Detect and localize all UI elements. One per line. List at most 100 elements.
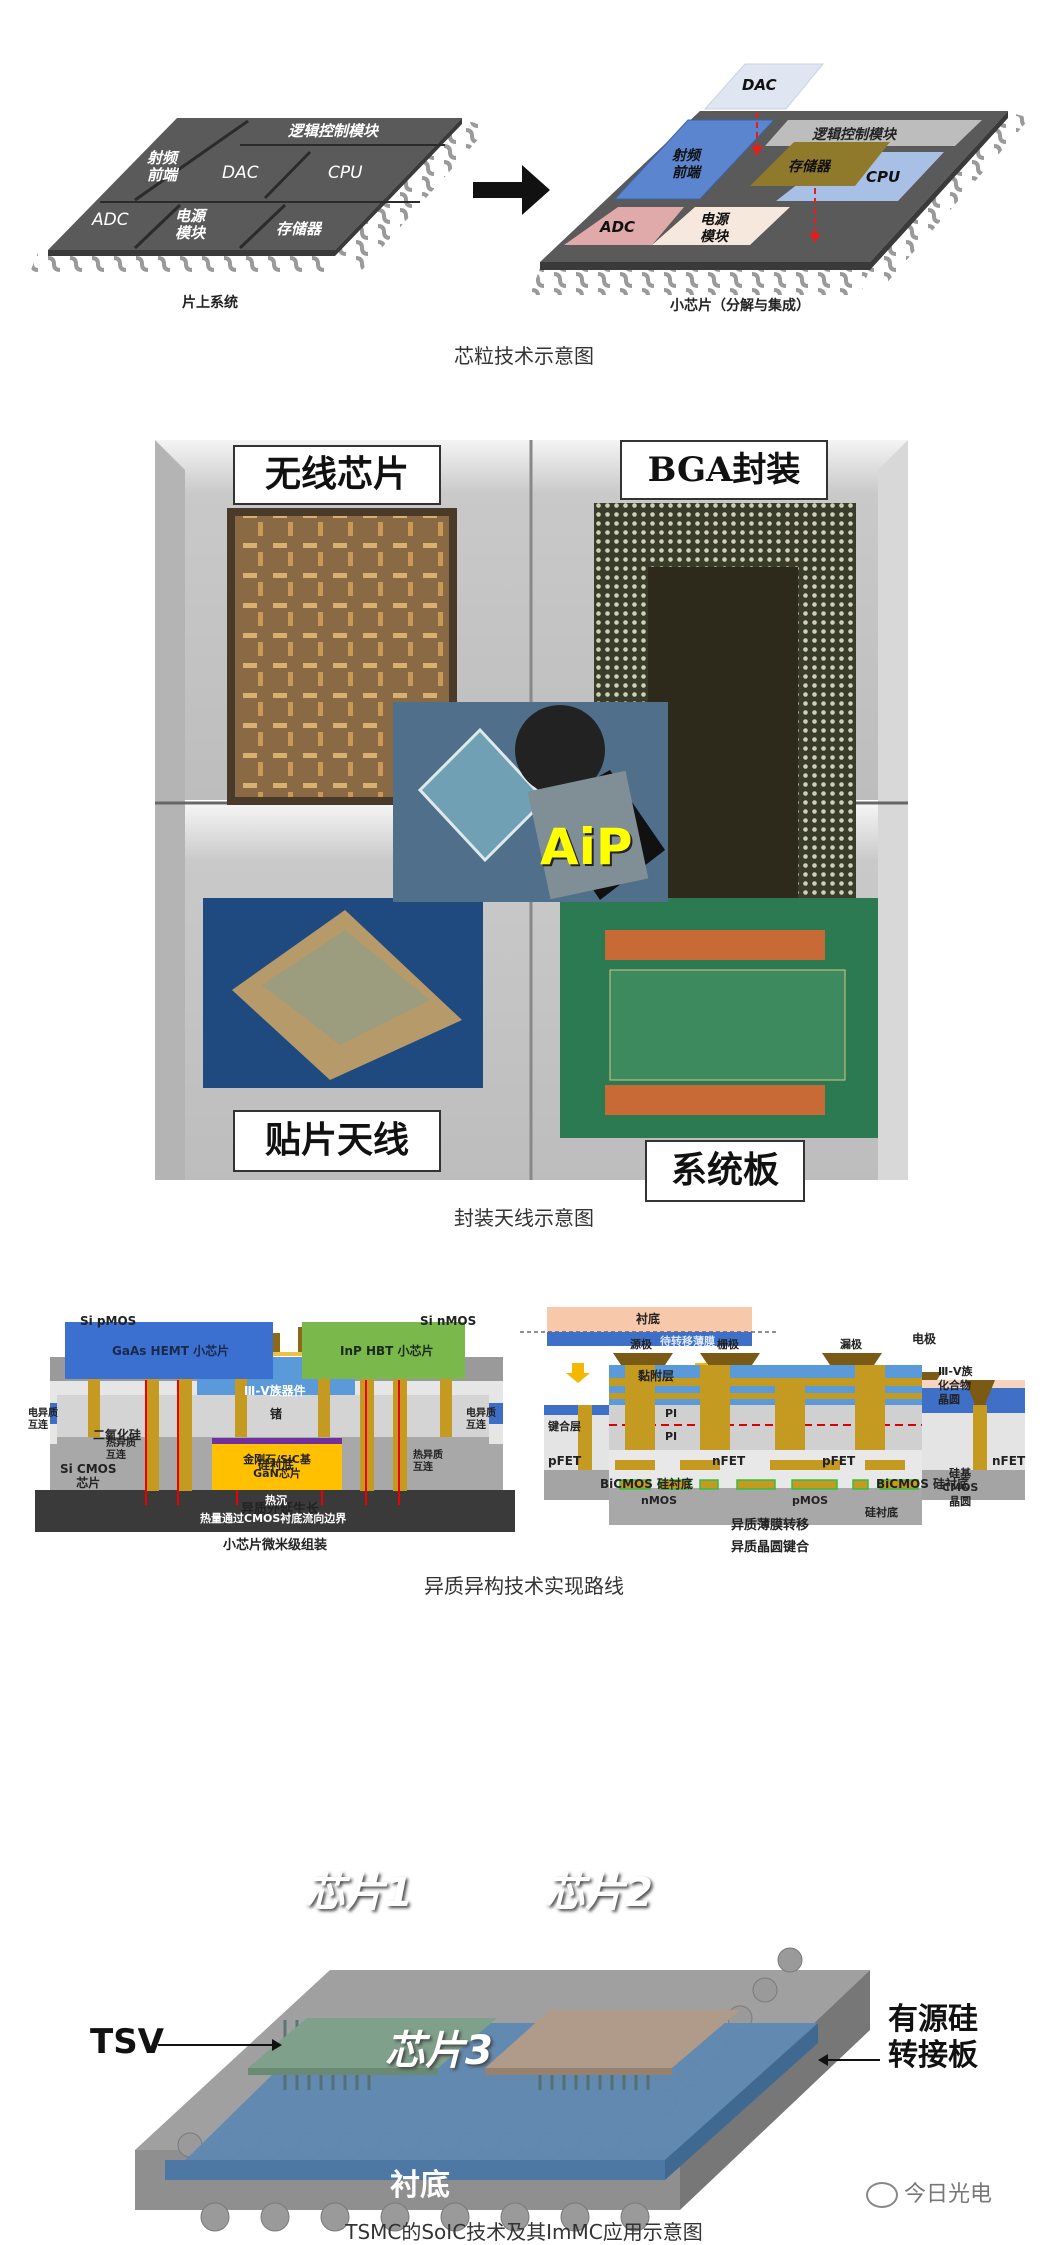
text: 热异质 [106, 1438, 136, 1449]
label-elec-hetero-right: 电异质互连 [466, 1408, 496, 1432]
chiplet-title: 小芯片（分解与集成） [670, 298, 810, 314]
label-interposer: 有源硅转接板 [888, 2002, 978, 2074]
chiplet-block-cpu: CPU [866, 168, 901, 186]
soc-block-cpu: CPU [328, 163, 363, 183]
figure-heterogeneous: Si pMOS Si nMOS Ⅲ-Ⅴ族器件 锗 二氧化硅 硅衬底 异质外延生长… [0, 1270, 1048, 1780]
soc-block-dac: DAC [222, 163, 259, 183]
text: 晶圆 [949, 1495, 972, 1508]
label-germanium: 锗 [270, 1407, 283, 1421]
label-inp: InP HBT 小芯片 [340, 1344, 434, 1358]
figure-soic: 芯片1 芯片2 芯片3 TSV 有源硅转接板 衬底 今日光电 TSMC的SoIC… [0, 1760, 1048, 2244]
text: 硅基 [949, 1467, 972, 1480]
label-electrode: 电极 [912, 1332, 937, 1346]
label-heatsink: 热沉 [265, 1494, 287, 1507]
text: 互连 [466, 1420, 486, 1431]
label-si-substrate: 硅衬底 [258, 1458, 295, 1472]
text: CMOS [942, 1481, 979, 1494]
tsv-arrow [158, 2044, 278, 2046]
soc-block-adc: ADC [92, 210, 129, 230]
transfer-title: 异质薄膜转移 [730, 1518, 809, 1533]
label-iii-v-device: Ⅲ-Ⅴ族器件 [244, 1384, 306, 1398]
text: 转接板 [888, 2038, 978, 2073]
assembly-title: 小芯片微米级组装 [222, 1538, 327, 1553]
label-patch-antenna: 贴片天线 [233, 1110, 441, 1172]
label-heat-flow: 热量通过CMOS衬底流向边界 [200, 1512, 347, 1525]
figure3-caption: 异质异构技术实现路线 [424, 1574, 624, 1598]
label-system-board: 系统板 [645, 1140, 805, 1202]
heterogeneous-diagrams [35, 1307, 1025, 1532]
text: 互连 [28, 1420, 48, 1431]
text: 化合物 [938, 1379, 971, 1392]
label-pi-top: PI [665, 1407, 678, 1420]
label-gaas: GaAs HEMT 小芯片 [112, 1344, 230, 1358]
watermark: 今日光电 [866, 2176, 992, 2208]
watermark-text: 今日光电 [904, 2182, 993, 2207]
soic-diagram [135, 1947, 870, 2232]
figure1-caption: 芯粒技术示意图 [454, 344, 594, 368]
text: 电异质 [28, 1408, 58, 1419]
label-drain: 漏极 [840, 1338, 862, 1351]
label-elec-hetero-left: 电异质互连 [28, 1408, 58, 1432]
label-iii-v-wafer: Ⅲ-Ⅴ族化合物晶圆 [938, 1365, 972, 1407]
label-bga-package: BGA封装 [620, 440, 828, 500]
label-thermal-left: 热异质互连 [106, 1438, 136, 1462]
soc-block-memory: 存储器 [276, 220, 322, 238]
soc-title: 片上系统 [182, 295, 238, 311]
text: 金刚石/SiC基 [243, 1453, 311, 1466]
label-bicmos-2: BiCMOS 硅衬底 [876, 1477, 970, 1491]
interposer-arrowhead [818, 2054, 828, 2066]
tsv-arrowhead [272, 2039, 282, 2051]
label-adhesion: 黏附层 [638, 1369, 675, 1383]
label-wireless-chip: 无线芯片 [233, 445, 441, 505]
label-sio2: 二氧化硅 [93, 1428, 142, 1442]
label-chip1: 芯片1 [305, 1870, 413, 1916]
label-si-pmos: Si pMOS [80, 1314, 137, 1328]
wechat-icon [866, 2182, 898, 2208]
label-nmos: nMOS [641, 1494, 678, 1507]
chiplet-block-logic: 逻辑控制模块 [812, 127, 896, 143]
label-chip2: 芯片2 [545, 1870, 653, 1916]
label-substrate: 衬底 [390, 2168, 450, 2203]
label-pmos: pMOS [792, 1494, 829, 1507]
chiplet-diagram [30, 63, 1030, 295]
text: GaN芯片 [253, 1467, 301, 1480]
label-nfet-2: nFET [992, 1454, 1026, 1468]
text: 互连 [106, 1450, 126, 1461]
label-tsv: TSV [90, 2022, 164, 2062]
label-bond-layer: 键合层 [548, 1420, 581, 1433]
figure2-caption: 封装天线示意图 [454, 1206, 594, 1230]
text: 晶圆 [938, 1393, 960, 1406]
text: 热异质 [413, 1450, 443, 1461]
soc-block-logic: 逻辑控制模块 [288, 122, 379, 140]
figure4-caption: TSMC的SoIC技术及其ImMC应用示意图 [345, 2220, 703, 2244]
chiplet-block-adc: ADC [600, 218, 636, 236]
text: Ⅲ-Ⅴ族 [938, 1365, 973, 1378]
chiplet-block-memory: 存储器 [788, 159, 830, 175]
soc-block-rf: 射频前端 [147, 149, 178, 184]
text: 电异质 [466, 1408, 496, 1419]
label-substrate: 衬底 [636, 1312, 661, 1326]
label-si-nmos: Si nMOS [420, 1314, 477, 1328]
figure-chiplet-concept: 逻辑控制模块 射频前端 DAC CPU ADC 电源模块 存储器 片上系统 DA… [0, 0, 1048, 380]
label-pi-bottom: PI [665, 1430, 678, 1443]
chiplet-block-dac: DAC [742, 76, 777, 94]
label-thermal-right: 热异质互连 [413, 1450, 443, 1474]
label-source: 源极 [630, 1338, 652, 1351]
label-pfet-2: pFET [822, 1454, 856, 1468]
chiplet-block-rf: 射频前端 [672, 148, 700, 181]
figure-aip: 无线芯片 BGA封装 贴片天线 系统板 AiP 封装天线示意图 [0, 420, 1048, 1230]
soc-block-power: 电源模块 [175, 207, 206, 242]
text: 互连 [413, 1462, 433, 1473]
bonding-title: 异质晶圆键合 [730, 1540, 809, 1555]
label-chip3: 芯片3 [385, 2028, 493, 2074]
label-si-substrate-2: 硅衬底 [865, 1506, 898, 1519]
label-film: 待转移薄膜 [660, 1335, 715, 1348]
label-nfet: nFET [712, 1454, 746, 1468]
text: 芯片 [76, 1476, 101, 1490]
label-pfet: pFET [548, 1454, 582, 1468]
text: Si CMOS [60, 1462, 117, 1476]
label-aip: AiP [540, 818, 633, 876]
epitaxy-title: 异质外延生长 [240, 1502, 319, 1517]
